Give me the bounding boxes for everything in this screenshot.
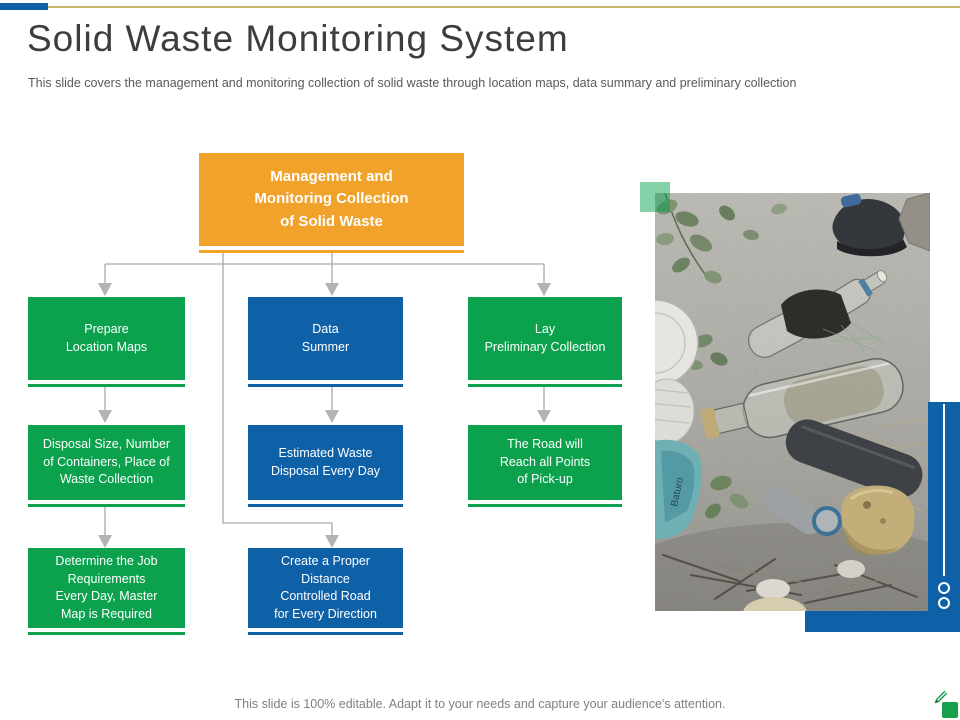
flow-box-prepare-location-maps: Prepare Location Maps — [28, 297, 185, 380]
photo-tan-jug — [841, 485, 915, 556]
flow-box-data-summer: Data Summer — [248, 297, 403, 380]
photo-teal-bag: Baturo — [655, 439, 702, 539]
photo-silver-bottle — [763, 486, 823, 535]
top-accent-blue-bar — [0, 3, 48, 10]
photo-net — [822, 322, 886, 356]
flow-underline — [28, 384, 185, 387]
flow-root-box: Management and Monitoring Collection of … — [199, 153, 464, 246]
flow-box-estimated-waste-disposal: Estimated Waste Disposal Every Day — [248, 425, 403, 500]
flow-box-road-reach-points: The Road will Reach all Points of Pick-u… — [468, 425, 622, 500]
edit-pencil-icon — [934, 690, 958, 718]
photo-big-bottle — [700, 358, 904, 439]
bottom-accent-bar — [805, 611, 960, 632]
flow-underline — [248, 504, 403, 507]
flow-underline — [28, 632, 185, 635]
flow-box-determine-job-requirements: Determine the Job Requirements Every Day… — [28, 548, 185, 628]
page-title: Solid Waste Monitoring System — [27, 18, 569, 59]
flow-box-disposal-size: Disposal Size, Number of Containers, Pla… — [28, 425, 185, 500]
flow-box-create-proper-distance: Create a Proper Distance Controlled Road… — [248, 548, 403, 628]
photo-dark-bottle — [785, 419, 923, 498]
slide-subtitle: This slide covers the management and mon… — [28, 76, 797, 90]
flow-underline — [468, 384, 622, 387]
photo-debris — [756, 579, 790, 599]
waste-photo: Baturo — [655, 193, 930, 611]
green-accent-square — [640, 182, 670, 212]
flow-underline — [28, 504, 185, 507]
flow-underline — [248, 384, 403, 387]
photo-rock — [898, 193, 930, 252]
flow-underline — [468, 504, 622, 507]
photo-bottle-cap — [814, 508, 840, 534]
flow-underline — [248, 632, 403, 635]
footer-note: This slide is 100% editable. Adapt it to… — [234, 697, 726, 711]
top-accent-gold-line — [48, 6, 960, 8]
right-bar-dot — [938, 597, 950, 609]
flow-root-underline — [199, 250, 464, 253]
right-accent-bar — [928, 402, 960, 632]
right-bar-dot — [938, 582, 950, 594]
right-bar-line — [943, 404, 945, 576]
flow-box-lay-preliminary-collection: Lay Preliminary Collection — [468, 297, 622, 380]
photo-white-lid — [655, 299, 699, 444]
photo-dark-debris — [781, 289, 851, 339]
photo-boot — [832, 193, 907, 257]
